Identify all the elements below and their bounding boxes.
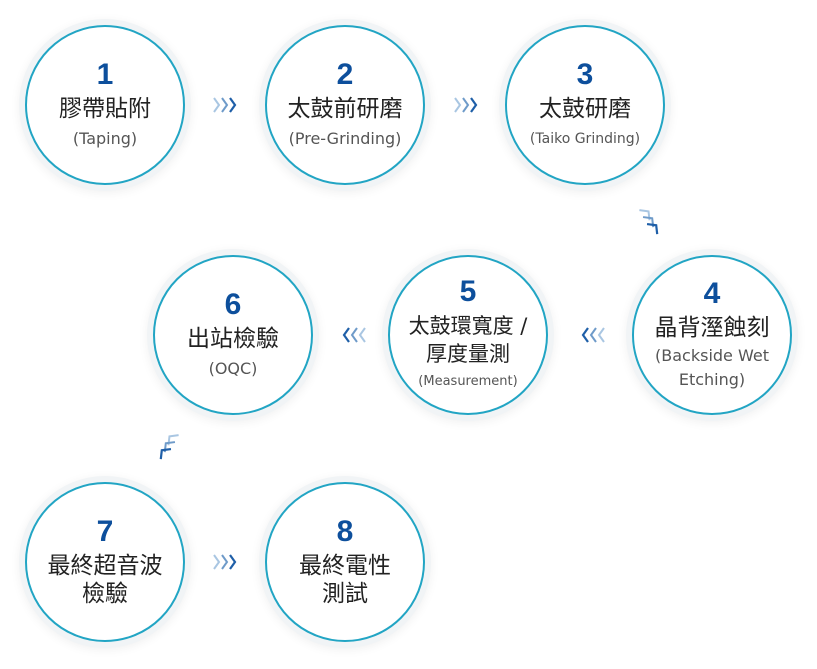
step-title-line1: 最終電性 [299, 553, 391, 579]
triple-chevron-down-right-icon [632, 207, 668, 235]
triple-chevron-left-icon [578, 325, 608, 345]
step-number: 2 [336, 58, 354, 91]
step-title: 太鼓研磨 [539, 96, 631, 122]
step-subtitle: (Taiko Grinding) [529, 131, 641, 147]
step-title-line1: 最終超音波 [47, 553, 163, 579]
triple-chevron-right-icon [210, 95, 240, 115]
step-number: 5 [459, 275, 477, 308]
step-3-circle: 3 太鼓研磨 (Taiko Grinding) [505, 25, 665, 185]
step-subtitle-line1: (Backside Wet [655, 346, 769, 365]
step-number: 1 [96, 58, 114, 91]
step-title: 太鼓前研磨 [287, 96, 403, 122]
step-2-circle: 2 太鼓前研磨 (Pre-Grinding) [265, 25, 425, 185]
step-number: 3 [576, 58, 594, 91]
step-number: 6 [224, 288, 242, 321]
step-6-circle: 6 出站檢驗 (OQC) [153, 255, 313, 415]
triple-chevron-right-icon [210, 552, 240, 572]
triple-chevron-down-left-icon [152, 432, 188, 462]
step-title: 出站檢驗 [187, 326, 279, 352]
step-title-line1: 太鼓環寬度 / [408, 314, 528, 338]
step-number: 4 [703, 277, 721, 310]
step-7-circle: 7 最終超音波 檢驗 [25, 482, 185, 642]
step-subtitle: (Measurement) [418, 374, 518, 389]
step-number: 8 [336, 515, 354, 548]
step-title-line2: 厚度量測 [426, 342, 510, 366]
step-number: 7 [96, 515, 114, 548]
step-4-circle: 4 晶背溼蝕刻 (Backside Wet Etching) [632, 255, 792, 415]
step-title: 晶背溼蝕刻 [654, 315, 770, 341]
triple-chevron-left-icon [339, 325, 369, 345]
triple-chevron-right-icon [451, 95, 481, 115]
step-title-line2: 檢驗 [82, 581, 128, 607]
step-subtitle: (Pre-Grinding) [288, 129, 402, 148]
step-title-line2: 測試 [322, 581, 368, 607]
step-subtitle-line2: Etching) [678, 370, 746, 389]
step-subtitle: (Taping) [72, 129, 138, 148]
step-5-circle: 5 太鼓環寬度 / 厚度量測 (Measurement) [388, 255, 548, 415]
step-8-circle: 8 最終電性 測試 [265, 482, 425, 642]
step-1-circle: 1 膠帶貼附 (Taping) [25, 25, 185, 185]
step-subtitle: (OQC) [208, 359, 258, 378]
step-title: 膠帶貼附 [59, 96, 151, 122]
